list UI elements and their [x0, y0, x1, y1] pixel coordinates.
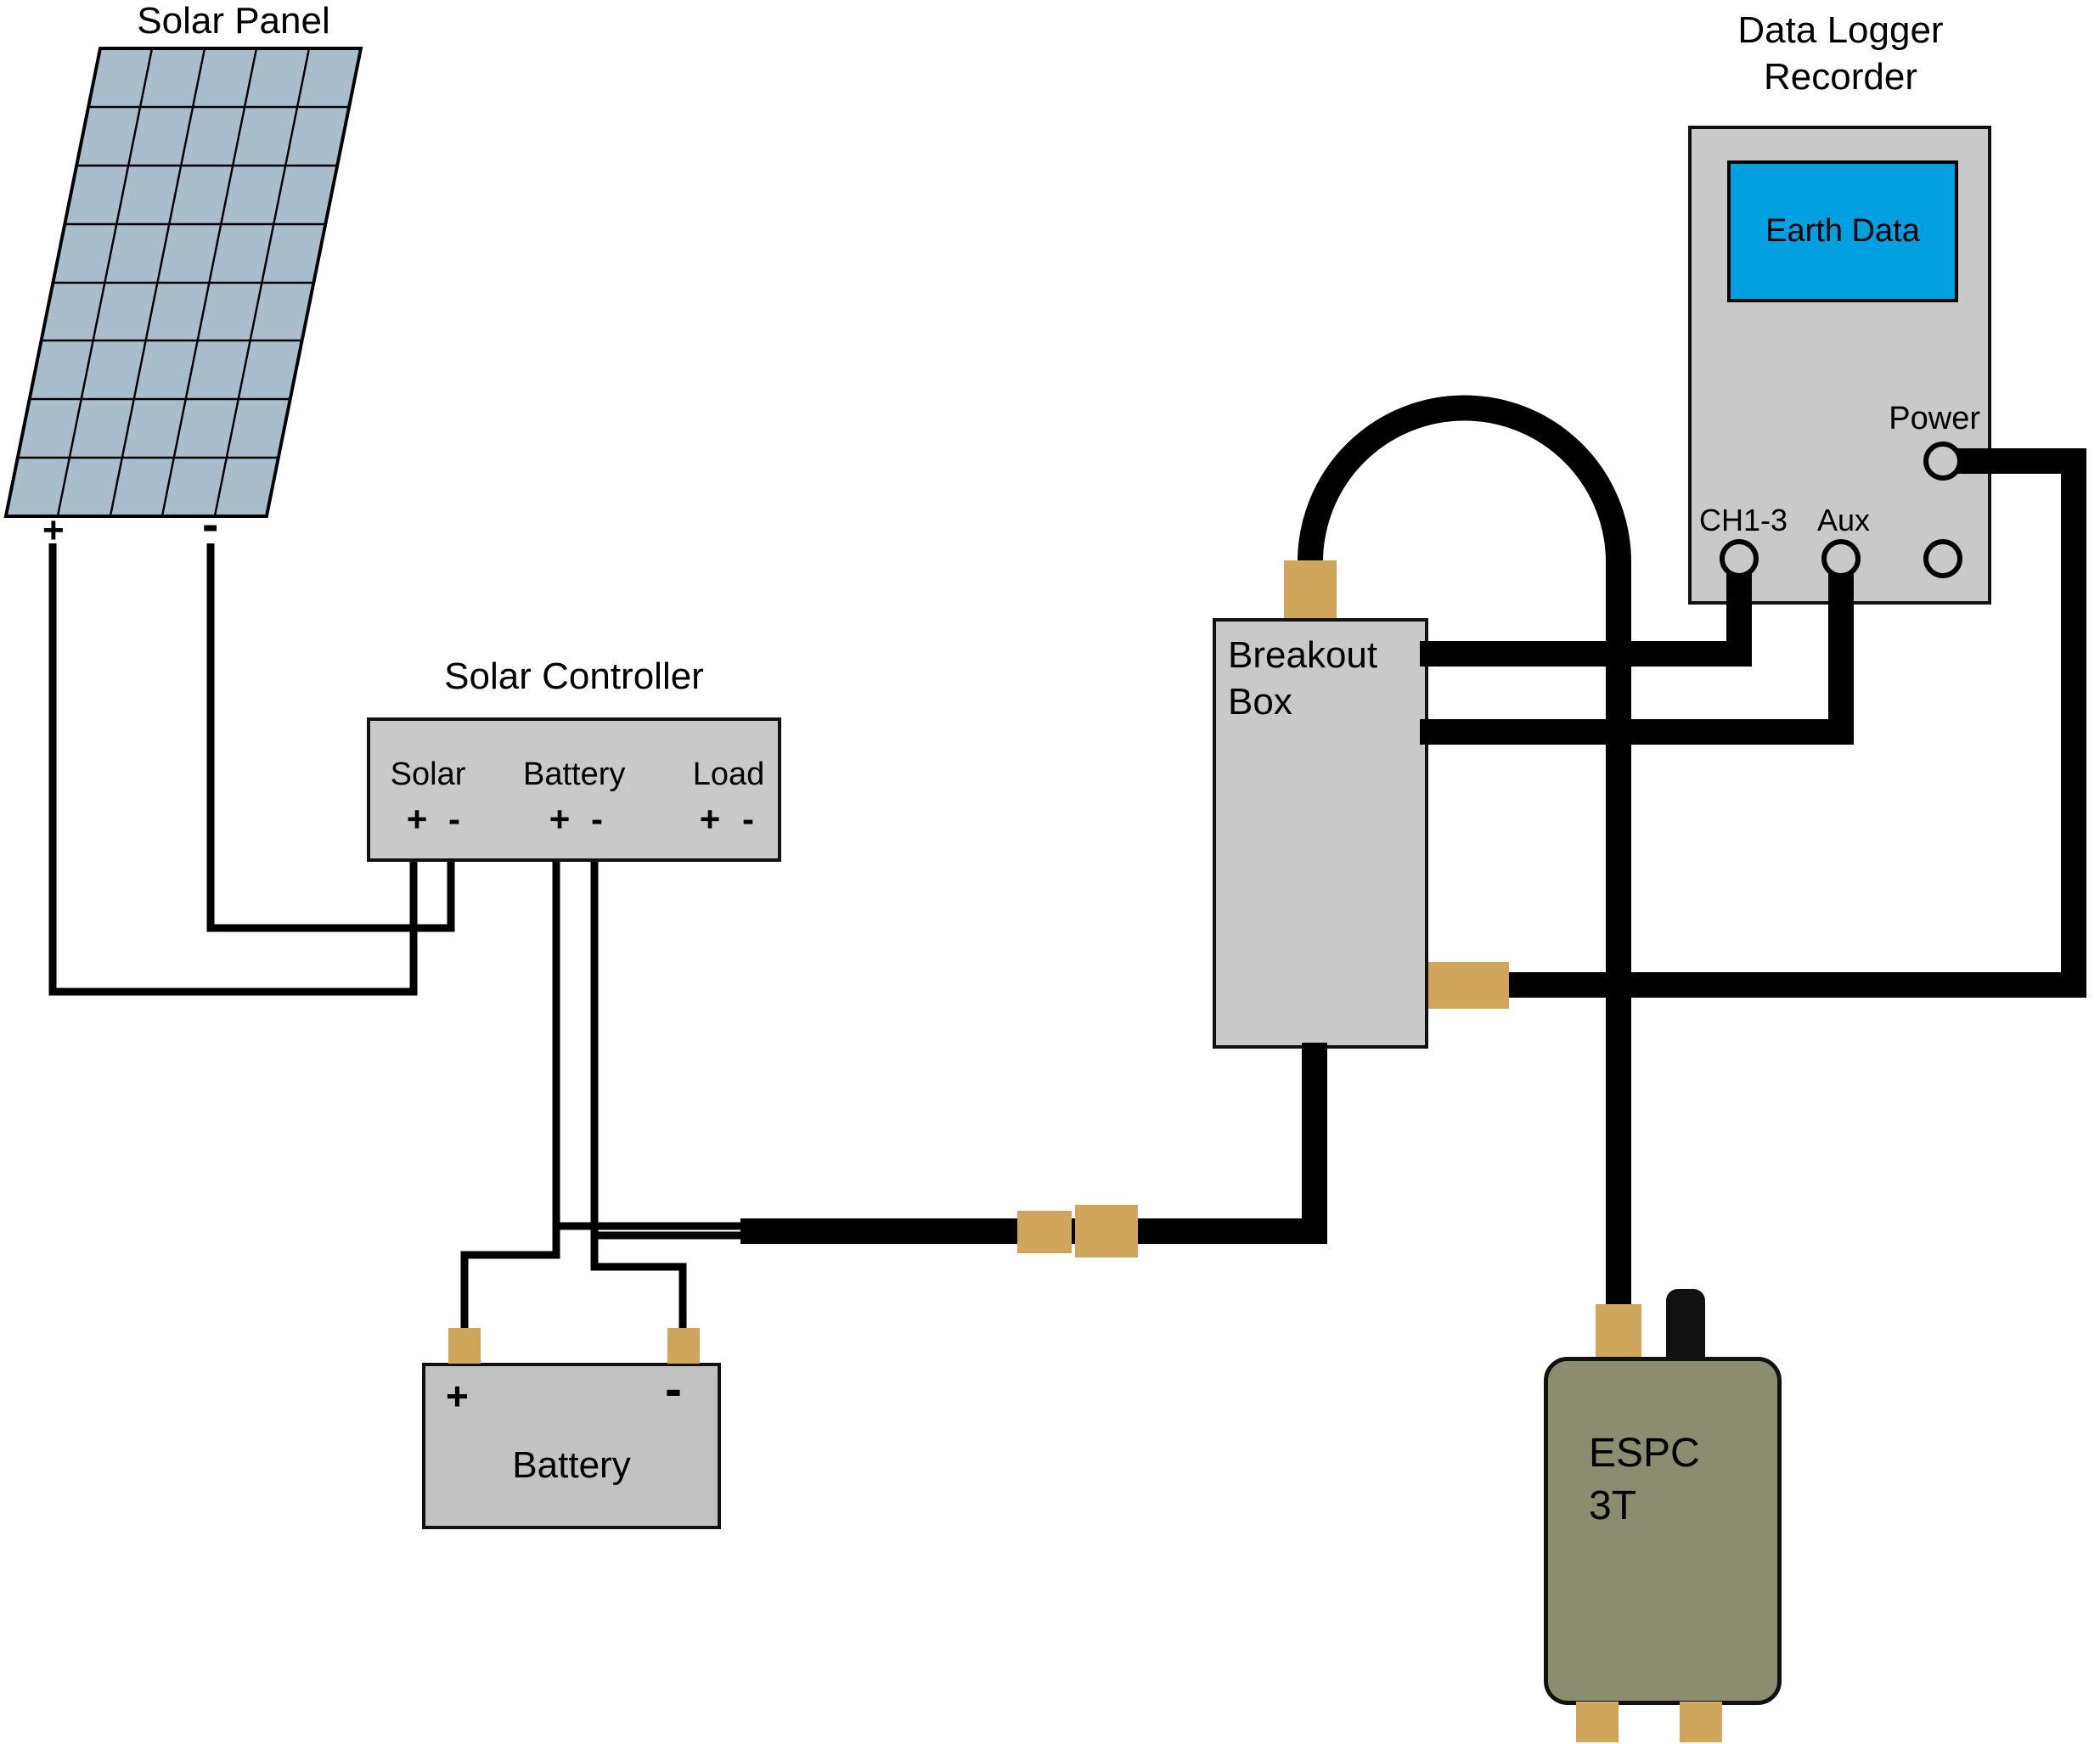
- solar-panel-plus: +: [42, 509, 65, 551]
- power-port: [1923, 442, 1962, 481]
- screen-text: Earth Data: [1765, 213, 1920, 249]
- solar-panel-grid: [17, 48, 350, 516]
- battery-label: Battery: [512, 1444, 631, 1486]
- controller-solar-label: Solar: [390, 757, 466, 792]
- wire-controller-to-battery-minus: [590, 862, 687, 1335]
- controller-solar-plus: +: [406, 799, 428, 839]
- espc-cap-connector: [1666, 1289, 1705, 1357]
- data-logger-title: Data Logger Recorder: [1677, 7, 2004, 100]
- data-logger-title-line1: Data Logger: [1737, 9, 1944, 51]
- data-logger-title-line2: Recorder: [1764, 56, 1917, 98]
- breakout-top-connector: [1284, 560, 1337, 618]
- data-logger-screen: Earth Data: [1727, 160, 1958, 302]
- aux-port: [1821, 539, 1861, 578]
- battery-box: + - Battery: [422, 1360, 721, 1529]
- battery-minus-label: -: [665, 1360, 682, 1417]
- breakout-box: Breakout Box: [1213, 618, 1428, 1049]
- espc-line2: 3T: [1589, 1483, 1637, 1529]
- espc-line1: ESPC: [1589, 1431, 1700, 1476]
- battery-plus-label: +: [446, 1374, 469, 1418]
- controller-load-minus: -: [742, 799, 754, 839]
- espc-3t-box: ESPC 3T: [1544, 1357, 1782, 1705]
- espc-bottom-tab-left: [1576, 1702, 1619, 1742]
- controller-battery-plus: +: [549, 799, 571, 839]
- wire-panel-plus-to-controller: [48, 543, 418, 996]
- breakout-right-connector: [1428, 962, 1509, 1009]
- controller-solar-minus: -: [448, 799, 460, 839]
- aux-label: Aux: [1816, 503, 1871, 537]
- controller-battery-label: Battery: [523, 757, 626, 792]
- power-label: Power: [1889, 401, 1980, 436]
- solar-controller-title: Solar Controller: [444, 655, 704, 697]
- controller-load-plus: +: [699, 799, 721, 839]
- spare-port: [1923, 539, 1962, 578]
- wire-controller-to-battery-plus: [460, 862, 560, 1335]
- controller-load-label: Load: [692, 757, 765, 792]
- ch1-3-port: [1720, 539, 1759, 578]
- ch1-3-label: CH1-3: [1698, 503, 1788, 537]
- espc-3t-label: ESPC 3T: [1589, 1427, 1700, 1533]
- cable-power-to-breakout: [740, 1043, 1327, 1244]
- data-logger-box: Earth Data Power CH1-3 Aux: [1688, 126, 1991, 605]
- solar-panel-minus: -: [202, 497, 219, 552]
- battery-terminal-minus: [667, 1328, 700, 1364]
- solar-panel-title: Solar Panel: [137, 0, 330, 42]
- solar-panel-face: [3, 47, 363, 518]
- inline-connector-a: [1017, 1211, 1072, 1253]
- inline-connector-b: [1075, 1205, 1138, 1257]
- breakout-box-label: Breakout Box: [1228, 634, 1378, 723]
- solar-controller-box: Solar Battery Load + - + - + -: [367, 717, 781, 862]
- controller-battery-minus: -: [591, 799, 603, 839]
- battery-terminal-plus: [448, 1328, 481, 1364]
- espc-bottom-tab-right: [1680, 1702, 1722, 1742]
- espc-top-connector: [1596, 1304, 1641, 1357]
- solar-panel-graphic: [3, 47, 363, 518]
